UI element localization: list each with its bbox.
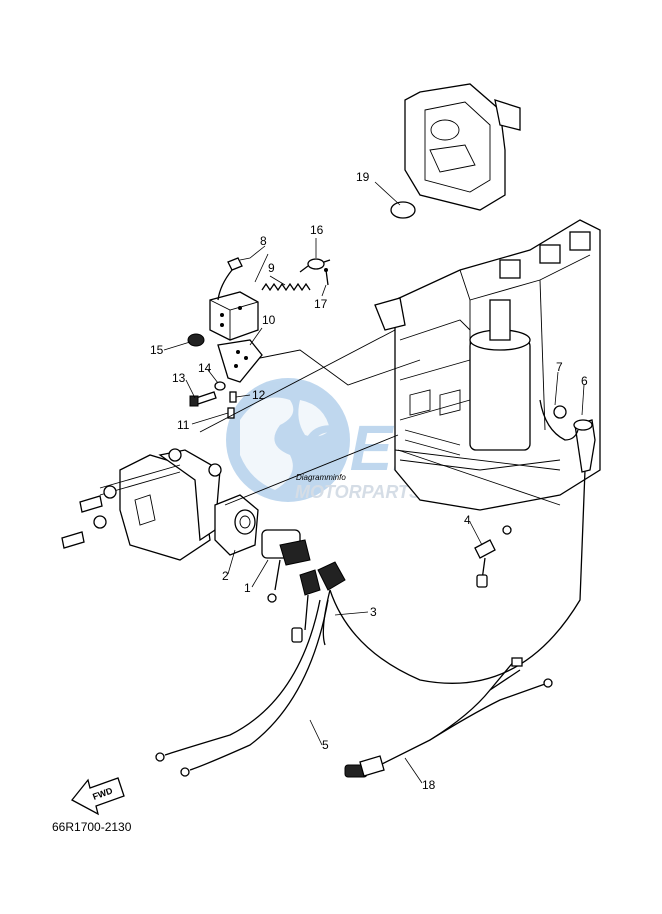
- part-8-relay: [209, 257, 259, 341]
- part-17-pin: [324, 268, 329, 286]
- part-5-battery-leads: [155, 599, 329, 777]
- part-code: 66R1700-2130: [52, 820, 132, 834]
- part-18-harness: [344, 657, 553, 778]
- mounting-bracket: [99, 448, 222, 561]
- part-1-relay: [261, 529, 311, 603]
- engine-block: Diagramminfo: [296, 219, 601, 511]
- leader-lines: [163, 181, 585, 784]
- callout-5: 5: [322, 738, 329, 752]
- part-15-grommet: [187, 333, 205, 347]
- part-4-lead: [474, 525, 512, 588]
- part-9-spring: [261, 282, 311, 292]
- callout-6: 6: [581, 374, 588, 388]
- watermark-logo: OEM MOTORPARTS: [226, 378, 447, 502]
- engine-marking: Diagramminfo: [296, 473, 346, 482]
- part-3-cable: [291, 469, 586, 684]
- part-13-bolt: [189, 391, 217, 407]
- callout-12: 12: [252, 388, 266, 402]
- callout-13: 13: [172, 371, 186, 385]
- callout-10: 10: [262, 313, 276, 327]
- callout-3: 3: [370, 605, 377, 619]
- callout-8: 8: [260, 234, 267, 248]
- part-19-housing: [390, 83, 521, 219]
- callout-14: 14: [198, 361, 212, 375]
- callout-4: 4: [464, 513, 471, 527]
- part-10-bracket: [217, 339, 263, 383]
- callout-19: 19: [356, 170, 370, 184]
- part-14-washer: [214, 381, 226, 391]
- callout-16: 16: [310, 223, 324, 237]
- fwd-arrow: FWD: [71, 777, 125, 816]
- bolts-left: [61, 485, 117, 549]
- part-7-lead: [539, 399, 579, 441]
- callout-1: 1: [244, 581, 251, 595]
- callout-11: 11: [177, 418, 190, 432]
- part-2-holder: [214, 494, 259, 556]
- callout-2: 2: [222, 569, 229, 583]
- watermark-tagline: MOTORPARTS: [295, 482, 421, 502]
- callout-labels: 19 8 9 16 17 10 15 14 13 12 11 6 7 4 2 1…: [150, 170, 588, 792]
- callout-15: 15: [150, 343, 164, 357]
- callout-9: 9: [268, 261, 275, 275]
- part-16-clip: [299, 258, 331, 273]
- part-6-cap: [573, 419, 596, 473]
- callout-17: 17: [314, 297, 328, 311]
- callout-7: 7: [556, 360, 563, 374]
- callout-18: 18: [422, 778, 436, 792]
- part-12-screw: [229, 391, 237, 403]
- routing-lines: [199, 329, 561, 506]
